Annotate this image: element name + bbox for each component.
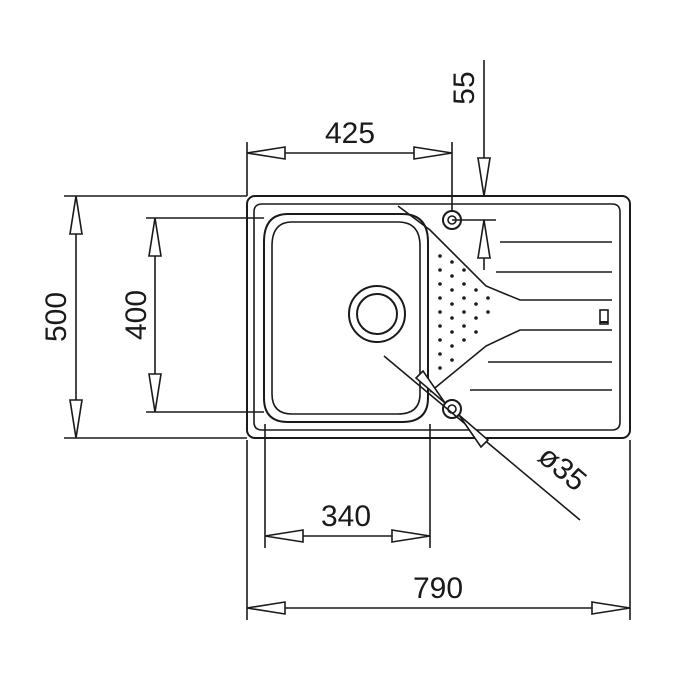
dimension-bowl-offset (246, 142, 453, 211)
sink-outline (246, 195, 631, 439)
sink-bowl (263, 213, 429, 423)
label-total-width: 790 (413, 572, 463, 605)
dimension-total-width (246, 440, 631, 620)
dimension-bowl-depth (146, 217, 264, 413)
label-bowl-depth: 400 (120, 290, 153, 340)
tap-hole-bottom (442, 399, 462, 419)
label-tap-offset: 55 (448, 71, 481, 104)
label-bowl-width: 340 (321, 500, 371, 533)
dimension-tap-hole (383, 355, 581, 521)
drain-waste (348, 285, 406, 343)
dimension-tap-offset (452, 60, 496, 270)
dimension-bowl-width (264, 424, 431, 548)
dimension-total-depth (64, 195, 247, 439)
drainer-board (397, 205, 612, 393)
label-tap-hole: ø35 (532, 439, 593, 498)
drainer-perforations (438, 254, 490, 370)
label-bowl-offset: 425 (325, 117, 375, 150)
label-total-depth: 500 (40, 292, 73, 342)
